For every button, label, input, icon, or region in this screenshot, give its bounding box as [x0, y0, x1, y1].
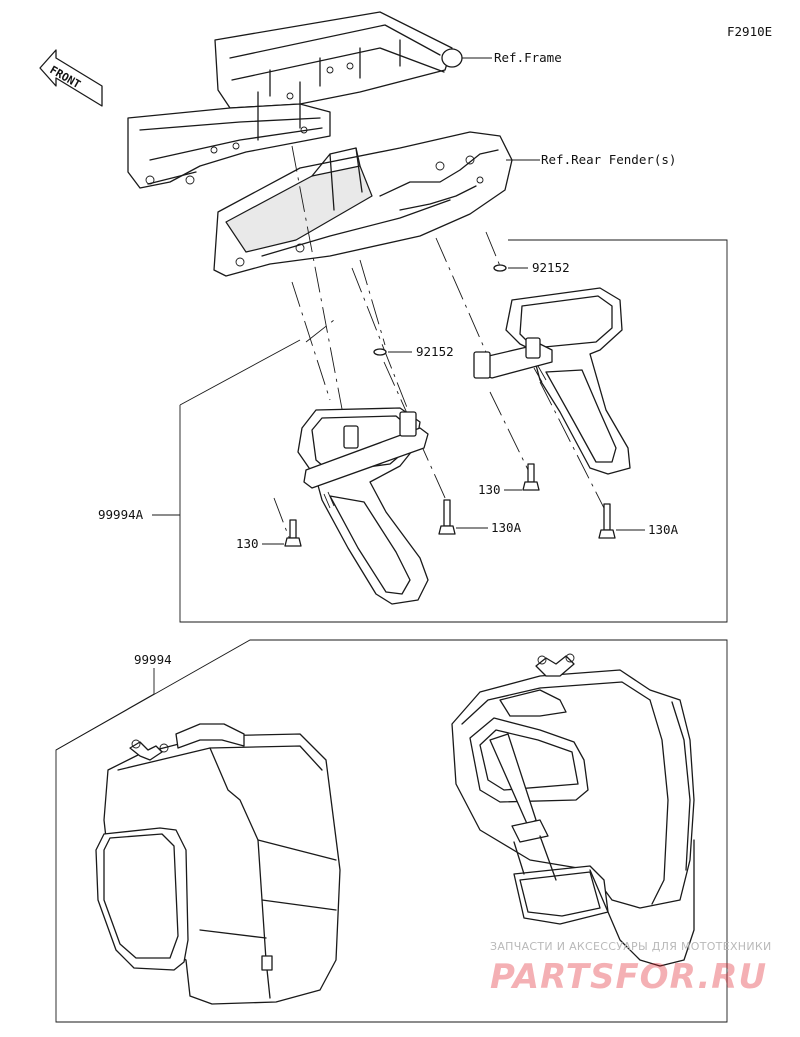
- right-pannier-case: [451, 653, 695, 967]
- washer-lower-label: 92152: [416, 344, 454, 359]
- washer-upper-label: 92152: [532, 260, 570, 275]
- diagram-id: F2910E: [727, 24, 772, 39]
- bolt-130-left-icon: [284, 519, 302, 547]
- pannier-kit-frame: [55, 639, 728, 1023]
- bolt-130a-right-icon: [598, 503, 616, 539]
- washer-upper-icon: [493, 264, 507, 272]
- left-pannier-case: [95, 723, 341, 1005]
- ref-fender-label: Ref.Rear Fender(s): [541, 152, 676, 167]
- bolt-130a-mid-icon: [438, 499, 456, 535]
- bolt-130a-mid-label: 130A: [491, 520, 522, 535]
- right-pannier-bracket: [473, 287, 631, 475]
- bolt-130-mid-icon: [522, 463, 540, 491]
- rear-fender: [213, 131, 513, 277]
- bolt-130-left-label: 130: [236, 536, 259, 551]
- front-arrow-icon: FRONT: [39, 49, 103, 107]
- watermark-tagline: ЗАПЧАСТИ И АКСЕССУАРЫ ДЛЯ МОТОТЕХНИКИ: [490, 940, 772, 953]
- pannier-kit-label: 99994: [134, 652, 172, 667]
- ref-frame-label: Ref.Frame: [494, 50, 562, 65]
- left-pannier-bracket: [297, 407, 429, 605]
- rear-frame: [127, 11, 463, 189]
- washer-lower-icon: [373, 348, 387, 356]
- bracket-kit-label: 99994A: [98, 507, 144, 522]
- bolt-130a-right-label: 130A: [648, 522, 679, 537]
- bracket-kit-frame: [179, 239, 728, 623]
- bolt-130-mid-label: 130: [478, 482, 501, 497]
- watermark-logo: PARTSFOR.RU: [490, 957, 767, 997]
